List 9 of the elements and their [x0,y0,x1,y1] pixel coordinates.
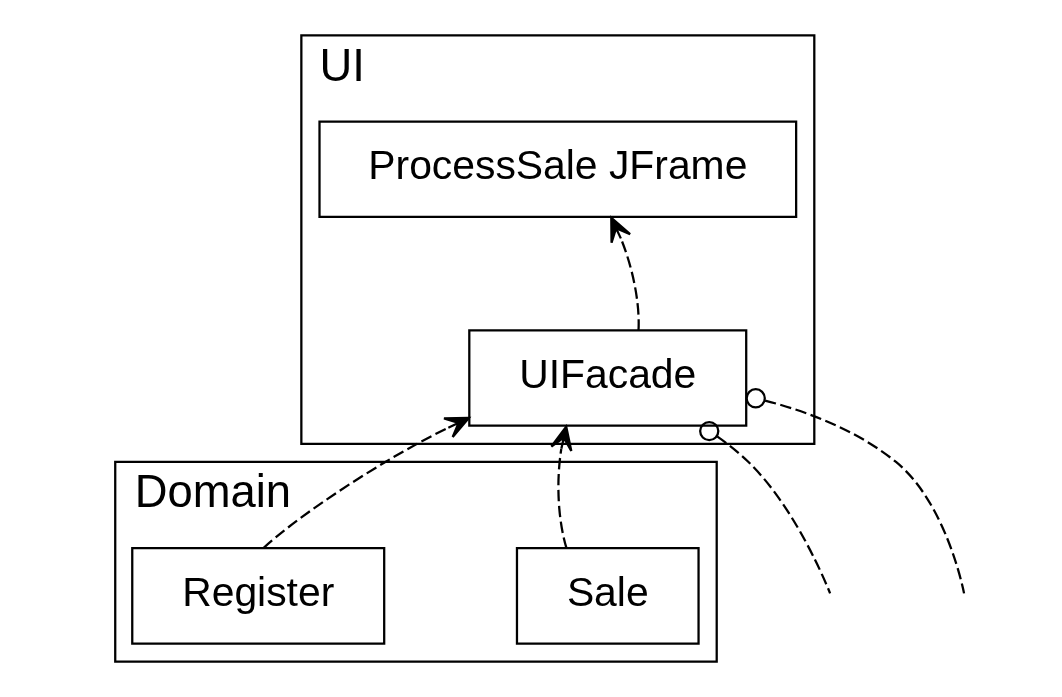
arrow [610,216,640,331]
arrow [550,425,573,549]
node-box: Register [131,547,386,645]
node-box: UIFacade [468,329,748,427]
node-box: ProcessSale JFrame [318,120,798,218]
arrow [262,416,470,549]
connector [764,399,966,594]
node-box: Sale [515,547,700,645]
connector [716,435,832,594]
